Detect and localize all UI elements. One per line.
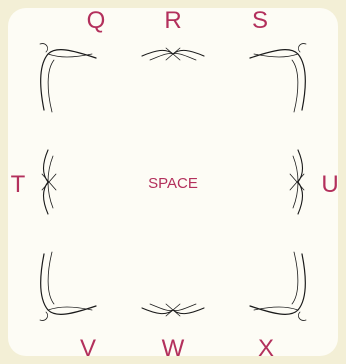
key-q[interactable]: Q — [76, 6, 116, 36]
key-x[interactable]: X — [246, 334, 286, 364]
key-w[interactable]: W — [153, 334, 193, 364]
key-s[interactable]: S — [240, 6, 280, 36]
key-r[interactable]: R — [153, 6, 193, 36]
key-t[interactable]: T — [0, 170, 38, 200]
space-key[interactable]: SPACE — [133, 172, 213, 196]
key-v[interactable]: V — [68, 334, 108, 364]
key-u[interactable]: U — [310, 170, 346, 200]
